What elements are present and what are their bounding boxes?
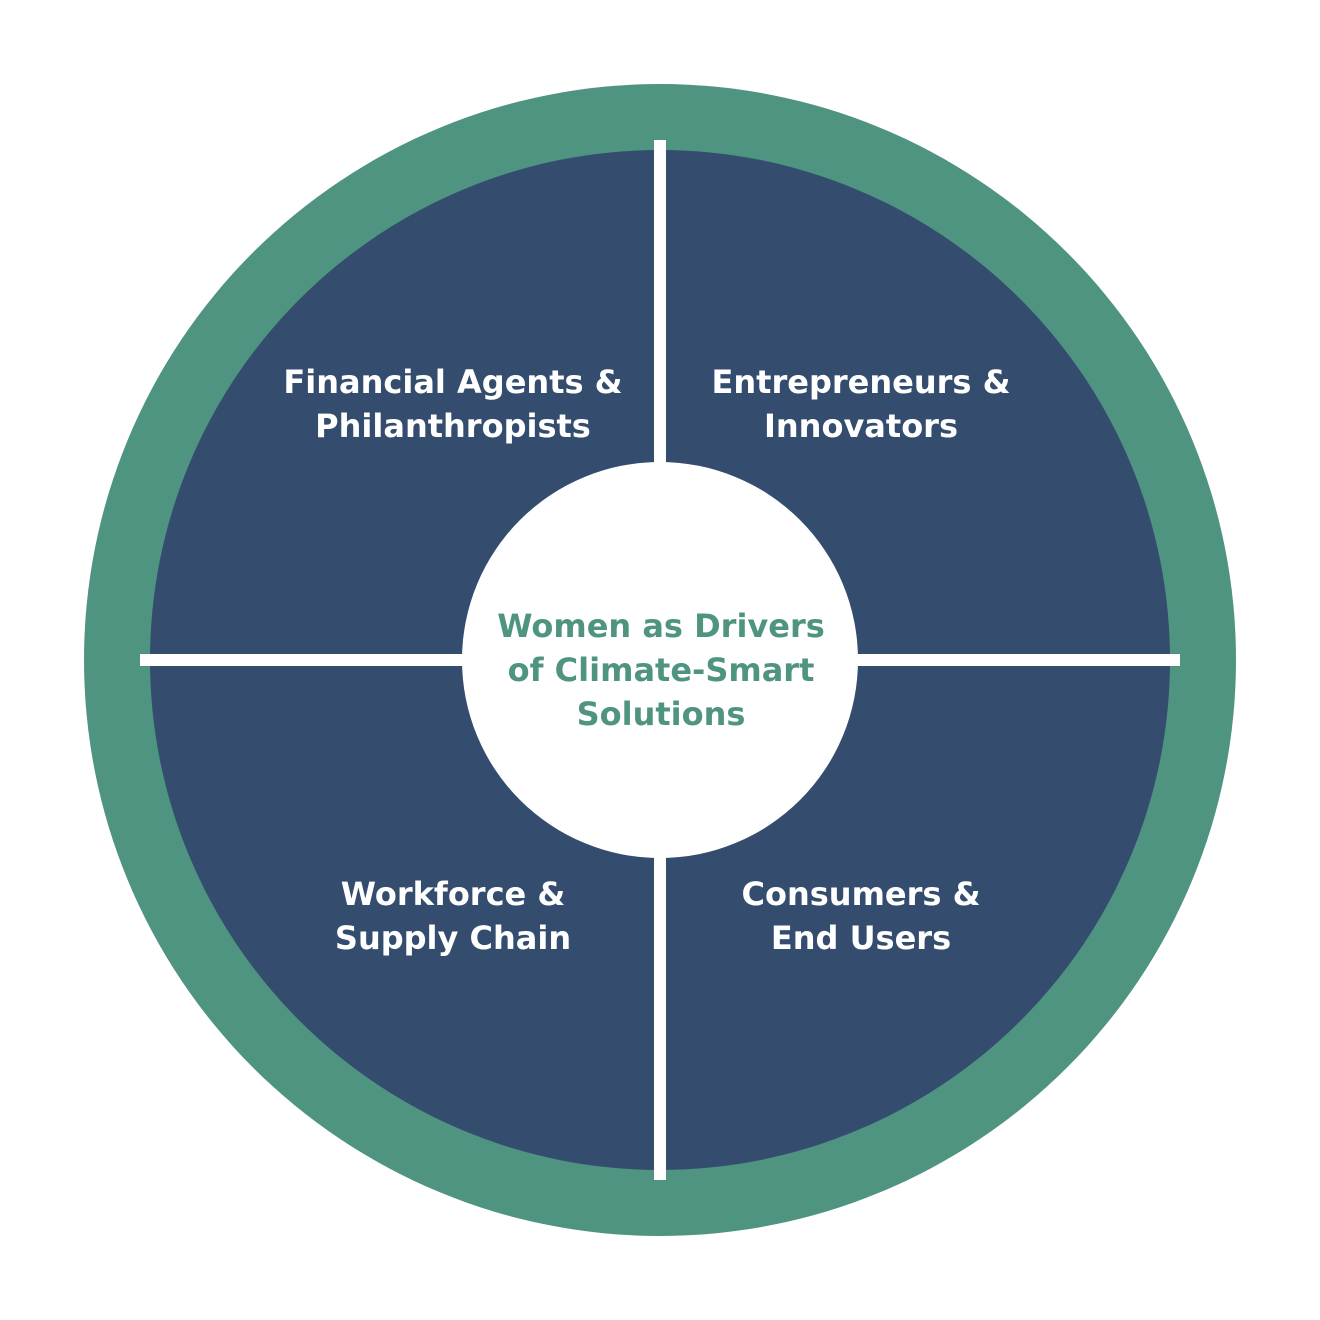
center-title: Women as Drivers of Climate-Smart Soluti… (471, 604, 851, 736)
label-line: Financial Agents & (283, 363, 623, 401)
center-title-line: of Climate-Smart (507, 651, 815, 689)
label-line: Workforce & (340, 875, 566, 913)
label-line: Supply Chain (334, 919, 572, 957)
quadrant-financial-agents-label: Financial Agents & Philanthropists (243, 360, 663, 448)
center-title-line: Solutions (576, 695, 746, 733)
label-line: Innovators (763, 407, 958, 445)
label-line: Entrepreneurs & (711, 363, 1011, 401)
quadrant-workforce-label: Workforce & Supply Chain (243, 872, 663, 960)
label-line: End Users (770, 919, 952, 957)
label-line: Philanthropists (315, 407, 591, 445)
label-line: Consumers & (741, 875, 981, 913)
center-circle (462, 462, 858, 858)
quadrant-consumers-label: Consumers & End Users (651, 872, 1071, 960)
quadrant-entrepreneurs-label: Entrepreneurs & Innovators (651, 360, 1071, 448)
center-title-line: Women as Drivers (497, 607, 825, 645)
